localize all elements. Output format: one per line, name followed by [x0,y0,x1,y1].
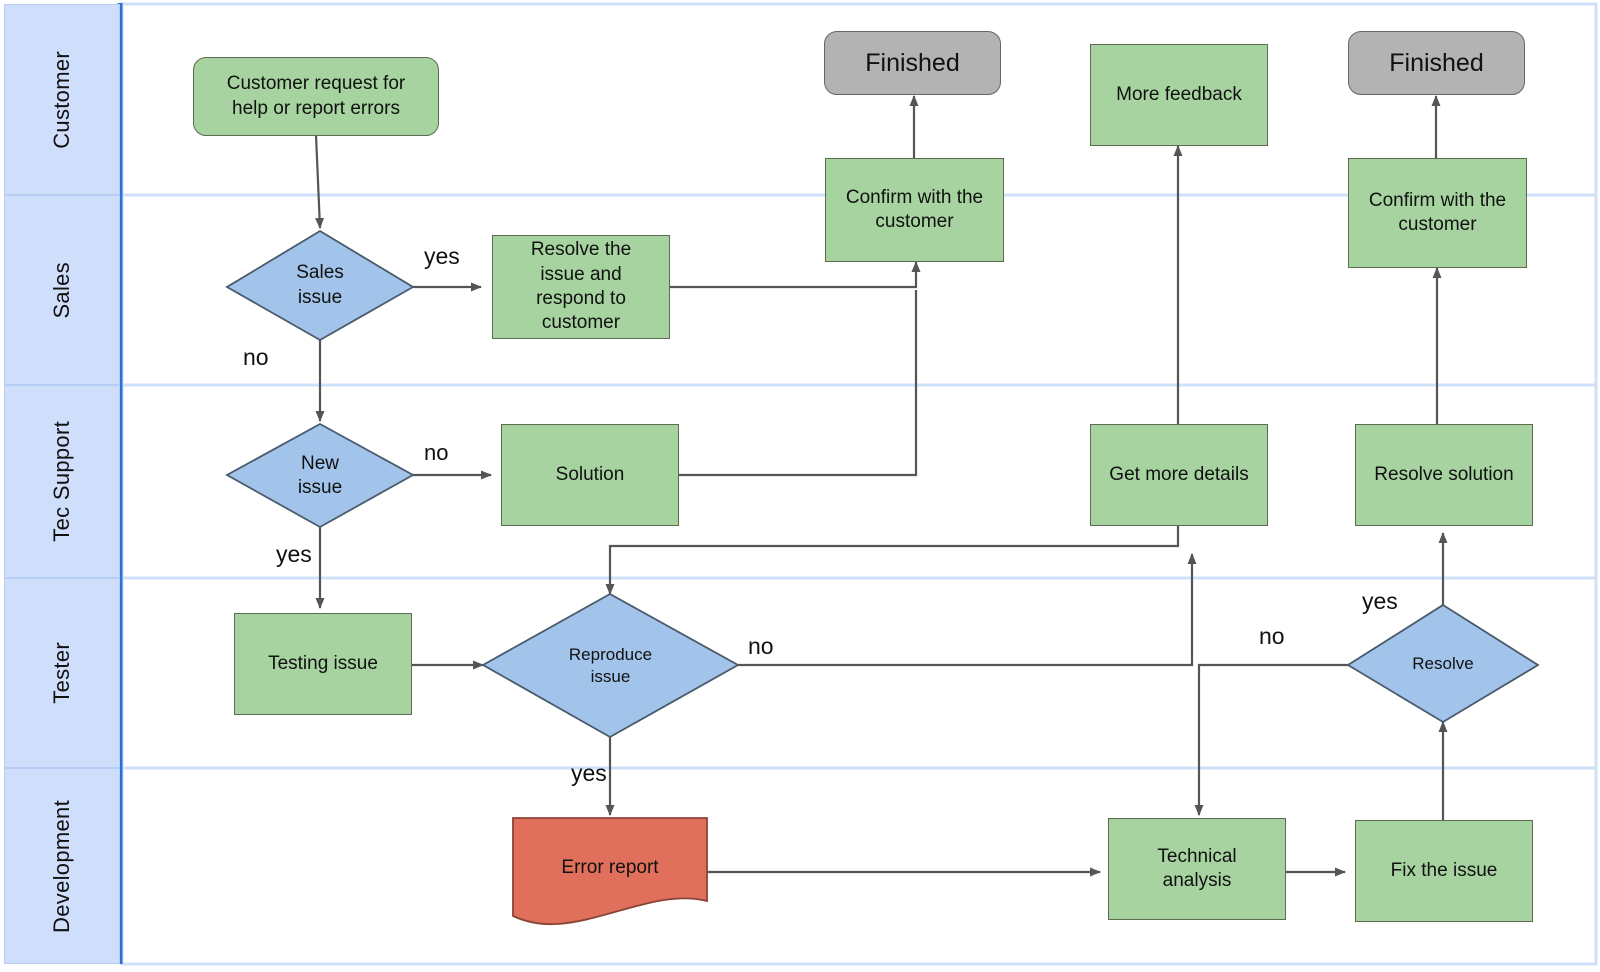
resolve-diamond [1346,603,1540,724]
node-resolve-solution[interactable]: Resolve solution [1355,424,1533,526]
lane-label-tec-support: Tec Support [4,385,120,578]
lane-label-development-text: Development [49,799,74,933]
edge-label-new-issue-yes: yes [276,541,312,567]
lane-label-tester: Tester [4,578,120,768]
edge-solution-to-confirm1 [679,290,918,477]
edge-label-resolve-yes: yes [1362,588,1398,614]
reproduce-issue-diamond [481,592,740,739]
edge-resolve-to-confirm1 [669,261,921,289]
sales-issue-diamond [225,229,415,342]
edge-resolve-no [1194,663,1348,816]
node-finished-1[interactable]: Finished [824,31,1001,95]
lane-label-sales-text: Sales [49,261,74,319]
node-testing-issue[interactable]: Testing issue [234,613,412,715]
edge-label-sales-yes: yes [424,243,460,269]
node-resolve[interactable]: Resolve [1348,605,1538,722]
new-issue-diamond [225,422,415,529]
edge-reproduce-no [738,553,1197,667]
connectors [314,95,1448,877]
lane-label-tec-support-text: Tec Support [49,421,74,542]
lane-label-tester-text: Tester [49,642,74,704]
node-resolve-label: Resolve [1412,653,1474,673]
edge-request-to-sales [314,134,325,229]
edge-label-reproduce-yes: yes [571,760,607,786]
edge-details-to-reproduce [605,525,1180,595]
lane-label-development: Development [4,768,120,964]
edge-label-new-issue-no: no [424,440,449,465]
lane-label-sales: Sales [4,195,120,385]
node-more-feedback[interactable]: More feedback [1090,44,1268,146]
document-shape [512,817,708,926]
decision-shapes [225,229,1540,739]
node-fix-the-issue[interactable]: Fix the issue [1355,820,1533,922]
edge-label-reproduce-no: no [748,633,774,659]
edge-label-resolve-no: no [1259,623,1285,649]
lane-label-customer: Customer [4,4,120,195]
lane-label-customer-text: Customer [49,50,74,149]
error-report-doc [512,817,708,926]
node-get-more-details[interactable]: Get more details [1090,424,1268,526]
node-error-report-label: Error report [561,856,659,878]
node-error-report[interactable]: Error report [513,818,707,918]
node-solution[interactable]: Solution [501,424,679,526]
edge-label-sales-no: no [243,344,269,370]
node-finished-2[interactable]: Finished [1348,31,1525,95]
